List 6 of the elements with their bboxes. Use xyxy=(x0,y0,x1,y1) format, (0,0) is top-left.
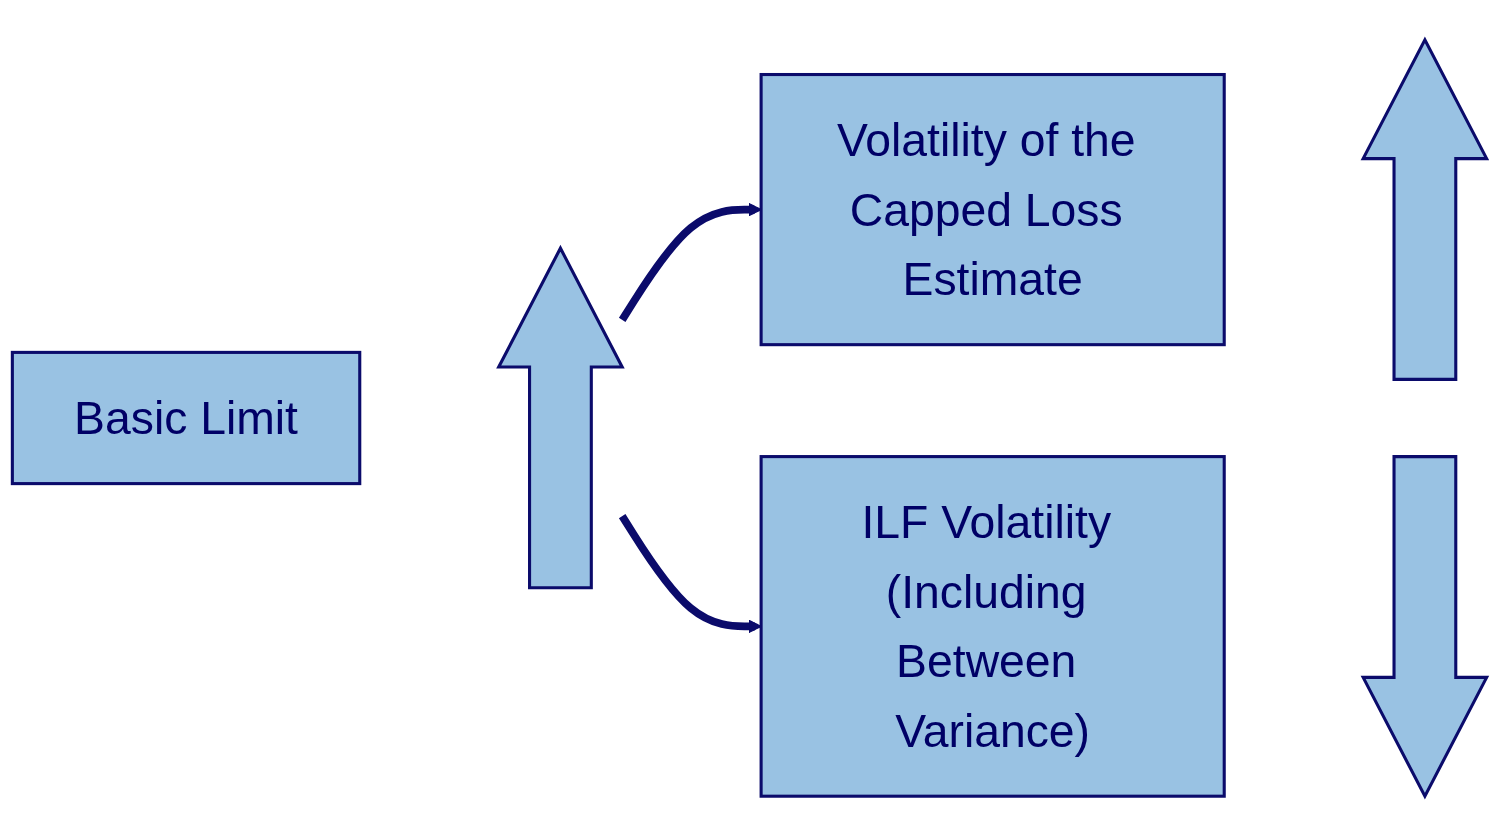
process-box: Volatility of the Capped Loss Estimate xyxy=(759,73,1226,347)
up-arrow xyxy=(496,244,625,590)
up-arrow xyxy=(1360,36,1490,381)
process-box: Basic Limit xyxy=(10,350,362,486)
process-box: ILF Volatility (Including Between Variance) xyxy=(759,455,1226,798)
down-arrow xyxy=(1360,455,1490,800)
